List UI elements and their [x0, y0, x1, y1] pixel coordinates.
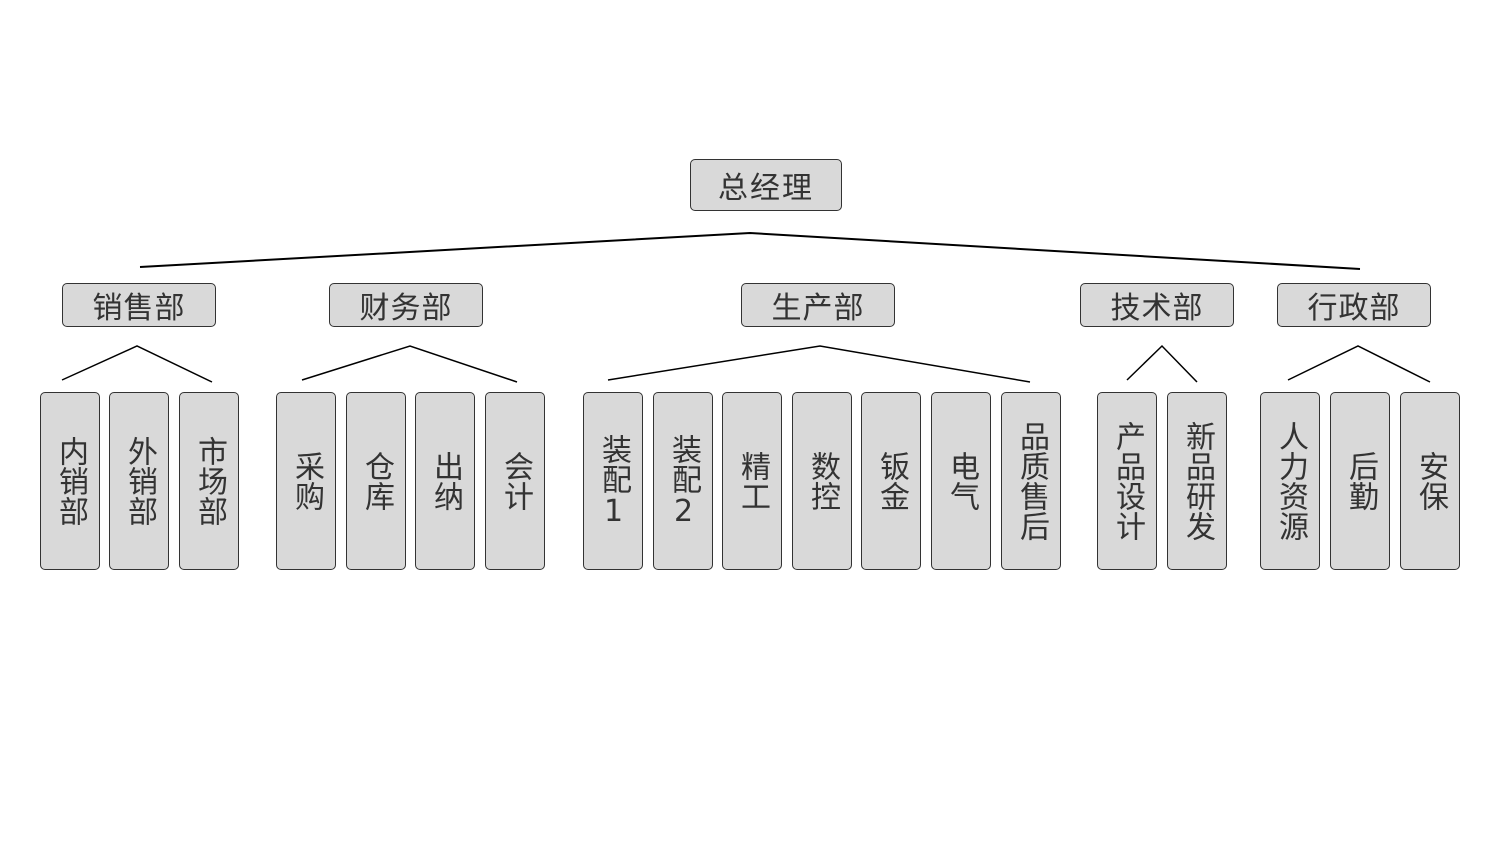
dept-sales: 销售部	[62, 283, 216, 327]
unit-marketing: 市场部	[179, 392, 239, 570]
tech-connector	[1126, 344, 1198, 383]
finance-connector	[301, 345, 518, 383]
unit-cashier: 出纳	[415, 392, 475, 570]
dept-production: 生产部	[741, 283, 895, 327]
sales-connector	[61, 345, 213, 383]
unit-sheet-metal: 钣金	[861, 392, 921, 570]
unit-assembly-2: 装配2	[653, 392, 713, 570]
unit-product-design: 产品设计	[1097, 392, 1157, 570]
admin-connector	[1287, 345, 1431, 383]
ceo-connector	[139, 231, 1361, 270]
unit-foreign-sales: 外销部	[109, 392, 169, 570]
unit-electrical: 电气	[931, 392, 991, 570]
unit-assembly-1: 装配1	[583, 392, 643, 570]
ceo-box: 总经理	[690, 159, 842, 211]
unit-hr: 人力资源	[1260, 392, 1320, 570]
unit-cnc: 数控	[792, 392, 852, 570]
unit-quality-after-sales: 品质售后	[1001, 392, 1061, 570]
unit-accounting: 会计	[485, 392, 545, 570]
production-connector	[607, 345, 1031, 383]
dept-tech: 技术部	[1080, 283, 1234, 327]
unit-warehouse: 仓库	[346, 392, 406, 570]
unit-logistics: 后勤	[1330, 392, 1390, 570]
dept-finance: 财务部	[329, 283, 483, 327]
dept-admin: 行政部	[1277, 283, 1431, 327]
unit-security: 安保	[1400, 392, 1460, 570]
unit-precision: 精工	[722, 392, 782, 570]
unit-domestic-sales: 内销部	[40, 392, 100, 570]
unit-new-product-rd: 新品研发	[1167, 392, 1227, 570]
unit-purchasing: 采购	[276, 392, 336, 570]
